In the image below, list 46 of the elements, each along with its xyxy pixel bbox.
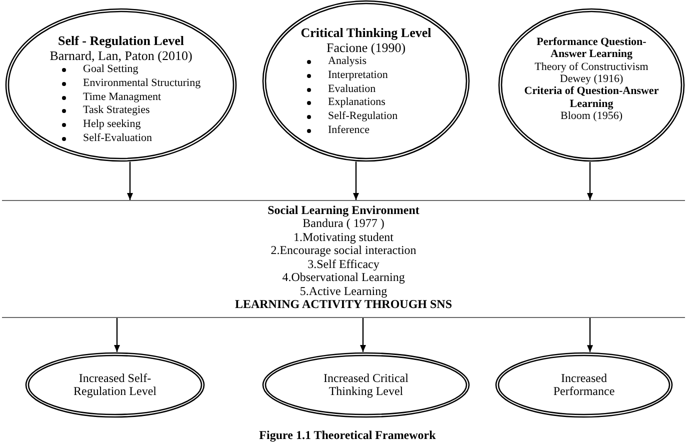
list-item: Help seeking: [83, 118, 141, 130]
ellipse-node: [262, 352, 470, 418]
node-text: Bloom (1956): [560, 110, 623, 122]
list-item: Inference: [328, 124, 370, 136]
heading: LEARNING ACTIVITY THROUGH SNS: [234, 298, 452, 312]
ellipse-node: [25, 352, 205, 418]
arrow: [360, 318, 366, 352]
node-text: Increased Performance: [552, 372, 616, 398]
process-box: [2, 200, 685, 318]
list-item: Analysis: [328, 55, 366, 68]
ellipse-node: [5, 8, 237, 162]
heading: Social Learning Environment: [268, 204, 420, 218]
heading: Criteria of Question-Answer Learning: [524, 85, 659, 110]
arrow: [114, 318, 120, 352]
arrow: [127, 162, 133, 200]
node-text: Barnard, Lan, Paton (2010): [50, 48, 192, 64]
caption: Figure 1.1 Theoretical Framework: [259, 427, 436, 443]
node-text: Dewey (1916): [560, 72, 624, 86]
list-item: Self-Evaluation: [83, 132, 152, 144]
node-text: Facione (1990): [326, 40, 406, 56]
heading: Self - Regulation Level: [58, 34, 184, 49]
list-item: Self-Regulation: [328, 110, 398, 122]
list-item: Environmental Structuring: [83, 76, 201, 89]
heading: Critical Thinking Level: [300, 26, 432, 41]
list-item: Time Managment: [83, 90, 162, 103]
list-item: Explanations: [328, 96, 386, 108]
list-item: Task Strategies: [83, 104, 150, 116]
node-text: Theory of Constructivism: [534, 60, 648, 73]
node-text: 3.Self Efficacy: [308, 258, 380, 272]
node-text: 5.Active Learning: [300, 284, 388, 298]
ellipse-node: [262, 0, 470, 162]
list-item: Evaluation: [328, 82, 376, 95]
arrow: [353, 162, 359, 200]
node-text: Increased Critical Thinking Level: [322, 372, 410, 398]
ellipse-node: [495, 352, 673, 418]
node-text: Increased Self-Regulation Level: [72, 372, 158, 398]
node-text: Bandura ( 1977 ): [302, 217, 384, 231]
node-text: 2.Encourage social interaction: [270, 244, 416, 258]
heading: Performance Question-Answer Learning: [536, 36, 648, 61]
ellipse-node: [498, 8, 685, 162]
arrow: [587, 162, 593, 200]
list-item: Goal Setting: [83, 63, 138, 76]
arrow: [587, 318, 593, 352]
node-text: 1.Motivating student: [294, 230, 394, 244]
node-text: 4.Observational Learning: [282, 271, 405, 285]
list-item: Interpretation: [328, 68, 388, 81]
